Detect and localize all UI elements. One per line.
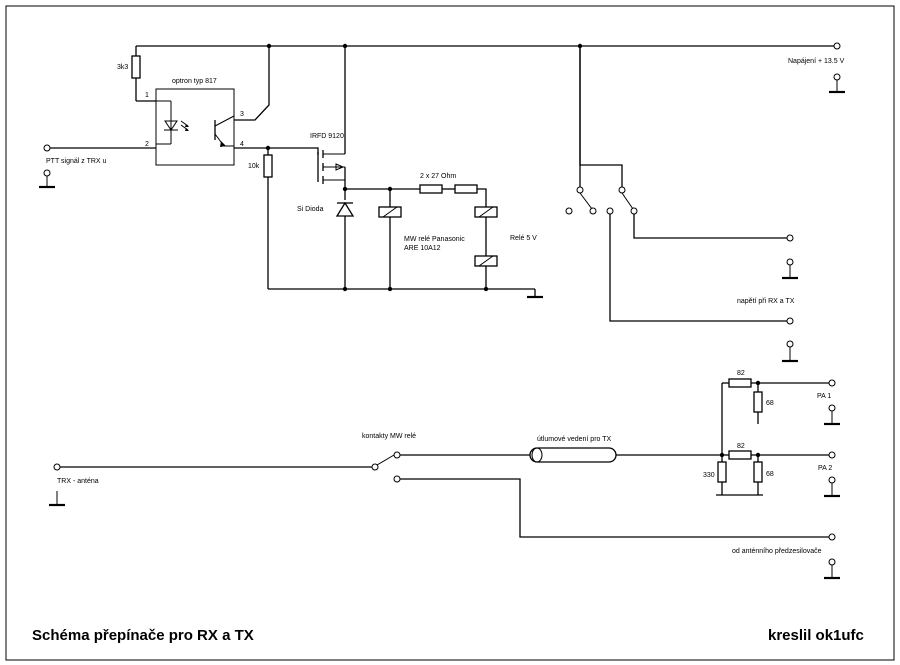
optocoupler — [155, 88, 235, 166]
mw-relay-label-2: ARE 10A12 — [404, 245, 441, 252]
resistor-3k3 — [131, 55, 156, 102]
opto-pin1: 1 — [145, 92, 149, 99]
relay-5v-label: Relé 5 V — [510, 235, 537, 242]
relay-5v-contacts — [565, 46, 794, 325]
supply-terminal-ground — [829, 73, 845, 94]
ptt-input-label: PTT signál z TRX u — [46, 158, 107, 165]
opto-pin2: 2 — [145, 141, 149, 148]
gate-node — [234, 145, 319, 289]
supply-rail — [135, 42, 841, 56]
mosfet-label: IRFD 9120 — [310, 133, 344, 140]
diode-label: Si Dioda — [297, 206, 324, 213]
trx-antenna-label: TRX - anténa — [57, 478, 99, 485]
mw-relay-label-1: MW relé Panasonic — [404, 236, 465, 243]
trx-antenna-input — [49, 451, 401, 507]
diagram-title: Schéma přepínače pro RX a TX — [32, 627, 254, 644]
attenuation-line-label: útlumové vedení pro TX — [537, 436, 612, 443]
r82-top-label: 82 — [737, 370, 745, 377]
attenuation-line — [400, 447, 722, 463]
rx-tx-ground-terminals — [782, 258, 798, 363]
splitter-network — [716, 378, 829, 496]
ground-bus — [268, 286, 543, 299]
page-frame — [5, 5, 895, 661]
rx-tx-voltage-label: napětí při RX a TX — [737, 298, 795, 305]
pa1-output — [824, 379, 840, 426]
r68-bottom-label: 68 — [766, 471, 774, 478]
pa2-output — [824, 451, 840, 498]
mosfet-irfd9120 — [317, 46, 348, 200]
diode — [335, 201, 355, 289]
resistor-3k3-label: 3k3 — [117, 64, 128, 71]
opto-pin4: 4 — [240, 141, 244, 148]
preamp-route — [400, 478, 840, 580]
ptt-input — [39, 144, 156, 189]
mw-contacts-label: kontakty MW relé — [362, 433, 416, 440]
r82-bottom-label: 82 — [737, 443, 745, 450]
pa1-label: PA 1 — [817, 393, 831, 400]
optocoupler-label: optron typ 817 — [172, 78, 217, 85]
resistors-label: 2 x 27 Ohm — [420, 173, 456, 180]
r330-label: 330 — [703, 472, 715, 479]
opto-pin3: 3 — [240, 111, 244, 118]
pa2-label: PA 2 — [818, 465, 832, 472]
resistor-10k-label: 10k — [248, 163, 260, 170]
author-credit: kreslil ok1ufc — [768, 627, 864, 644]
supply-label: Napájení + 13.5 V — [788, 58, 845, 65]
relay-drive — [345, 184, 498, 289]
preamp-label: od anténního předzesilovače — [732, 548, 822, 555]
opto-collector-wire — [234, 46, 270, 121]
r68-top-label: 68 — [766, 400, 774, 407]
